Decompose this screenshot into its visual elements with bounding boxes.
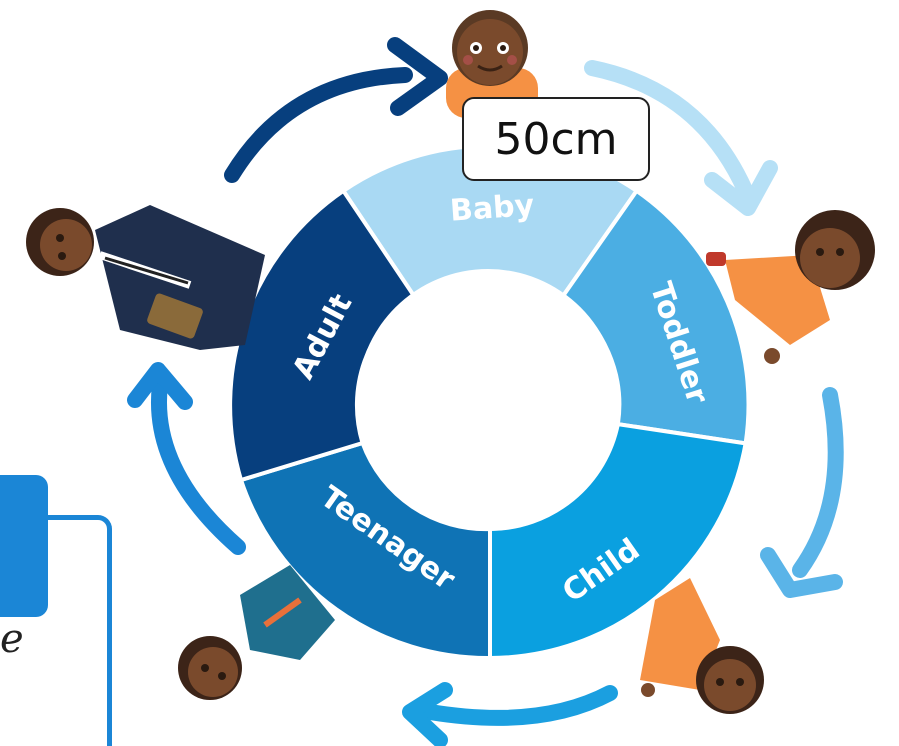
side-frame <box>30 515 112 746</box>
arrow-baby-to-toddler <box>584 60 778 216</box>
arrow-toddler-to-child <box>760 387 844 598</box>
arrow-adult-to-baby <box>224 37 448 183</box>
center-hole <box>357 269 619 531</box>
teenager-figure <box>178 565 335 700</box>
child-figure <box>640 578 764 714</box>
toddler-figure <box>706 210 875 364</box>
side-text: e <box>0 616 24 662</box>
measurement-label: 50cm <box>462 97 650 181</box>
label-baby: Baby <box>449 188 536 229</box>
side-tab <box>0 475 48 617</box>
arrow-child-to-teenager <box>402 682 618 746</box>
arrow-teenager-to-adult <box>127 362 246 555</box>
adult-figure <box>26 205 265 350</box>
